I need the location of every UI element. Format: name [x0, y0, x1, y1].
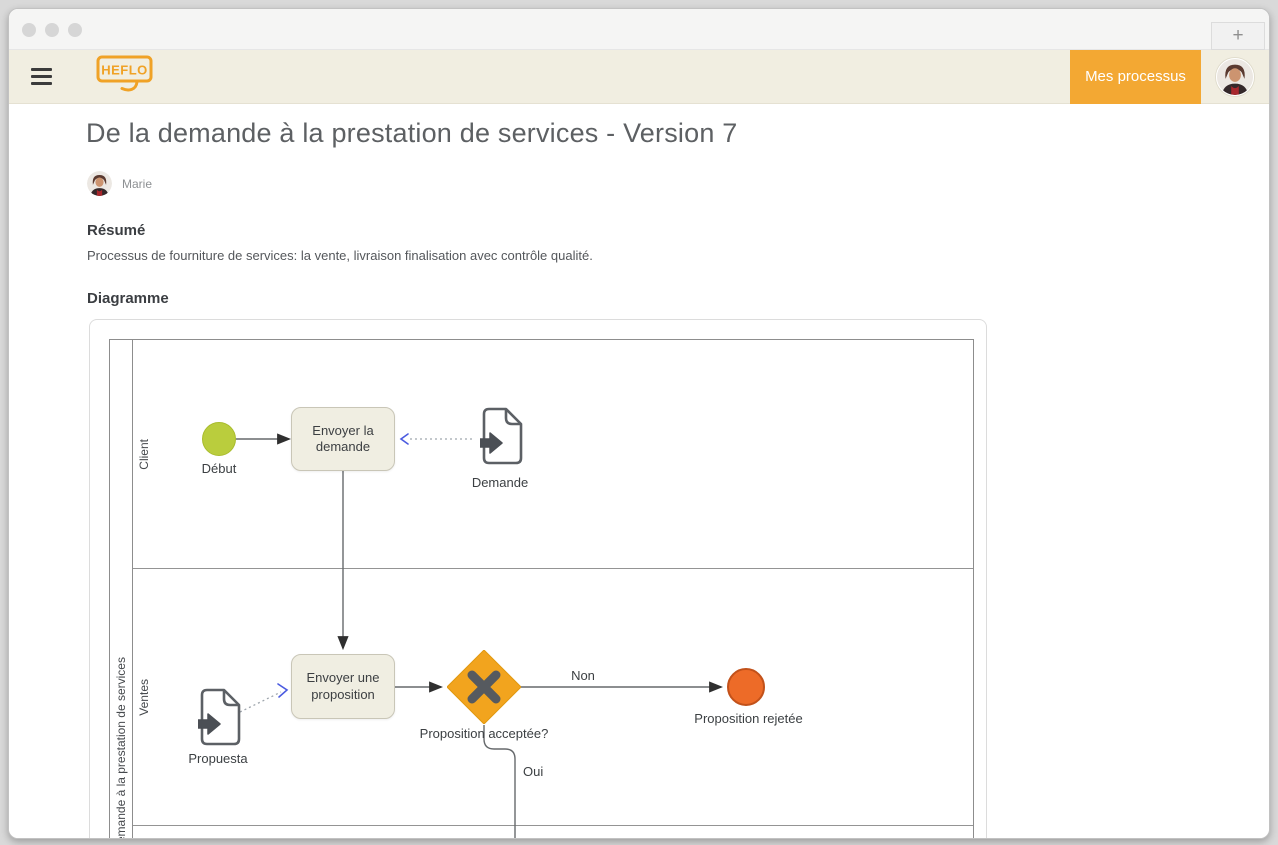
close-window-icon[interactable] — [22, 23, 36, 37]
diagram-card: De la demande à la prestation de service… — [89, 319, 987, 838]
author-name: Marie — [122, 176, 153, 191]
pool-name-strip: De la demande à la prestation de service… — [110, 340, 133, 838]
task-envoyer-la-demande: Envoyer la demande — [291, 407, 395, 471]
summary-text: Processus de fourniture de services: la … — [87, 248, 593, 263]
exclusive-gateway — [446, 649, 522, 729]
lane-client: Client — [133, 340, 973, 569]
data-propuesta-label: Propuesta — [188, 751, 248, 766]
logo-text: HEFLO — [101, 63, 148, 78]
author-avatar — [87, 171, 112, 196]
menu-icon[interactable] — [31, 68, 52, 85]
sequence-flows — [236, 433, 724, 838]
gateway-label: Proposition acceptée? — [419, 726, 549, 741]
gateway-x-icon — [467, 670, 501, 704]
browser-titlebar: + — [9, 9, 1269, 50]
start-event — [202, 422, 236, 456]
maximize-window-icon[interactable] — [68, 23, 82, 37]
flow-label-non: Non — [571, 668, 595, 683]
diagram-heading: Diagramme — [87, 290, 169, 307]
page-title: De la demande à la prestation de service… — [86, 118, 738, 148]
summary-heading: Résumé — [87, 222, 146, 239]
data-object-propuesta — [191, 687, 242, 752]
user-avatar[interactable] — [1216, 57, 1254, 96]
traffic-lights — [22, 23, 82, 37]
end-event-label: Proposition rejetée — [694, 711, 803, 726]
minimize-window-icon[interactable] — [45, 23, 59, 37]
data-input-icon — [473, 407, 523, 465]
flow-label-oui: Oui — [523, 764, 544, 779]
start-event-label: Début — [201, 461, 237, 476]
end-event — [727, 668, 765, 706]
heflo-logo[interactable]: HEFLO — [96, 55, 156, 98]
data-demande-label: Demande — [471, 475, 529, 490]
lane-ventes: Ventes — [133, 569, 973, 826]
new-tab-button[interactable]: + — [1211, 22, 1265, 50]
data-object-demande — [473, 406, 524, 471]
author-row: Marie — [87, 171, 152, 196]
browser-window: + HEFLO Mes processus — [8, 8, 1270, 839]
data-input-icon — [191, 688, 241, 746]
page-content: De la demande à la prestation de service… — [9, 104, 1269, 838]
task-envoyer-une-proposition: Envoyer une proposition — [291, 654, 395, 719]
app-header: HEFLO Mes processus — [9, 49, 1269, 104]
bpmn-pool: De la demande à la prestation de service… — [109, 339, 974, 838]
mes-processus-button[interactable]: Mes processus — [1070, 49, 1201, 104]
